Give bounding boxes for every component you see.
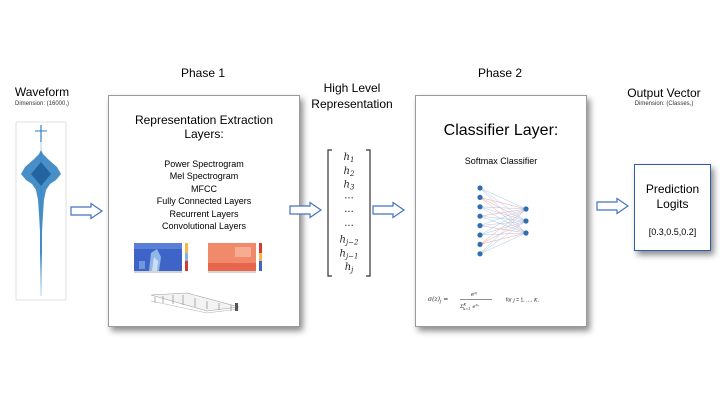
nn-edge <box>479 232 527 245</box>
waveform-title: Waveform <box>14 85 70 99</box>
nn-edge <box>479 197 527 234</box>
spectrogram-image <box>134 243 188 273</box>
nn-node <box>477 232 483 238</box>
nn-edge <box>479 220 527 236</box>
nn-edge <box>479 208 527 226</box>
nn-edge <box>479 208 527 245</box>
vector-entry: hj−1 <box>340 248 359 260</box>
nn-edge <box>479 208 527 236</box>
representation-title-line1: High Level <box>323 81 381 95</box>
nn-edge <box>479 187 527 222</box>
nn-edge <box>479 187 527 234</box>
phase1-item: Mel Spectrogram <box>169 171 239 182</box>
phase1-item: Fully Connected Layers <box>156 196 252 207</box>
representation-title-line2: Representation <box>311 97 393 111</box>
phase1-box: Representation Extraction Layers: Power … <box>108 95 300 327</box>
phase1-item: Convolutional Layers <box>161 221 247 232</box>
arrow-icon <box>596 197 630 215</box>
nn-edge <box>479 197 527 210</box>
phase1-item: Power Spectrogram <box>164 159 244 169</box>
nn-node <box>477 204 483 210</box>
prediction-title-line1: Prediction <box>645 182 700 196</box>
waveform-envelope <box>21 150 61 292</box>
waveform-dimension: Dimension: (16000,) <box>14 101 70 107</box>
vector-entry: hj <box>345 262 354 274</box>
waveform-plot <box>15 121 67 301</box>
phase1-label: Phase 1 <box>180 66 226 80</box>
vector-entry: h1 <box>344 152 355 164</box>
mel-spectrogram-image <box>208 243 262 273</box>
nn-edge <box>479 206 527 222</box>
output-dimension: Dimension: (Classes,) <box>634 101 694 107</box>
nn-edge <box>479 206 527 210</box>
phase2-subtitle: Softmax Classifier <box>464 156 538 166</box>
nn-node <box>523 230 529 236</box>
prediction-title-line2: Logits <box>656 197 689 211</box>
nn-edge <box>479 208 527 254</box>
nn-edge <box>479 225 527 234</box>
nn-edge <box>479 220 527 255</box>
conv-architecture-image <box>150 292 240 314</box>
output-title: Output Vector <box>627 86 701 100</box>
svg-text:ezj: ezj <box>471 290 477 298</box>
nn-edge <box>479 197 527 222</box>
svg-text:σ(z)j =: σ(z)j = <box>428 296 448 305</box>
vector-entry: ··· <box>344 207 354 218</box>
prediction-box: Prediction Logits [0.3,0.5,0.2] <box>634 164 711 251</box>
vector-entry: h3 <box>344 180 355 192</box>
nn-node <box>523 218 529 224</box>
nn-edge <box>479 206 527 234</box>
prediction-values: [0.3,0.5,0.2] <box>648 227 697 237</box>
phase1-list: Power Spectrogram Mel Spectrogram MFCC F… <box>109 158 299 232</box>
nn-node <box>477 251 483 257</box>
nn-node <box>477 241 483 247</box>
phase1-item: Recurrent Layers <box>169 208 239 219</box>
nn-node <box>477 213 483 219</box>
nn-edge <box>479 215 527 234</box>
nn-node <box>523 206 529 212</box>
nn-node <box>477 194 483 200</box>
arrow-icon <box>70 202 104 220</box>
arrow-icon <box>372 201 406 219</box>
vector-entry: ··· <box>344 221 354 232</box>
nn-edge <box>479 220 527 226</box>
arrow-icon <box>289 201 323 219</box>
phase1-title-line2: Layers: <box>184 127 224 141</box>
phase2-title: Classifier Layer: <box>443 122 559 139</box>
svg-text:for j = 1, …, K.: for j = 1, …, K. <box>506 298 539 304</box>
nn-edge <box>479 232 527 236</box>
phase2-box: Classifier Layer: Softmax Classifier σ(z… <box>415 95 587 327</box>
phase1-title-line1: Representation Extraction <box>134 113 274 127</box>
neural-network-icon <box>477 185 529 257</box>
phase1-item: MFCC <box>191 183 217 194</box>
vector-entry: hj−2 <box>340 235 359 247</box>
nn-node <box>477 185 483 191</box>
nn-edge <box>479 220 527 245</box>
nn-edge <box>479 208 527 217</box>
vector-entry: ··· <box>344 193 354 204</box>
nn-edge <box>479 215 527 222</box>
vector-entry: h2 <box>344 166 355 178</box>
nn-edge <box>479 187 527 210</box>
nn-edge <box>479 232 527 255</box>
nn-node <box>477 223 483 229</box>
phase2-label: Phase 2 <box>477 66 523 80</box>
